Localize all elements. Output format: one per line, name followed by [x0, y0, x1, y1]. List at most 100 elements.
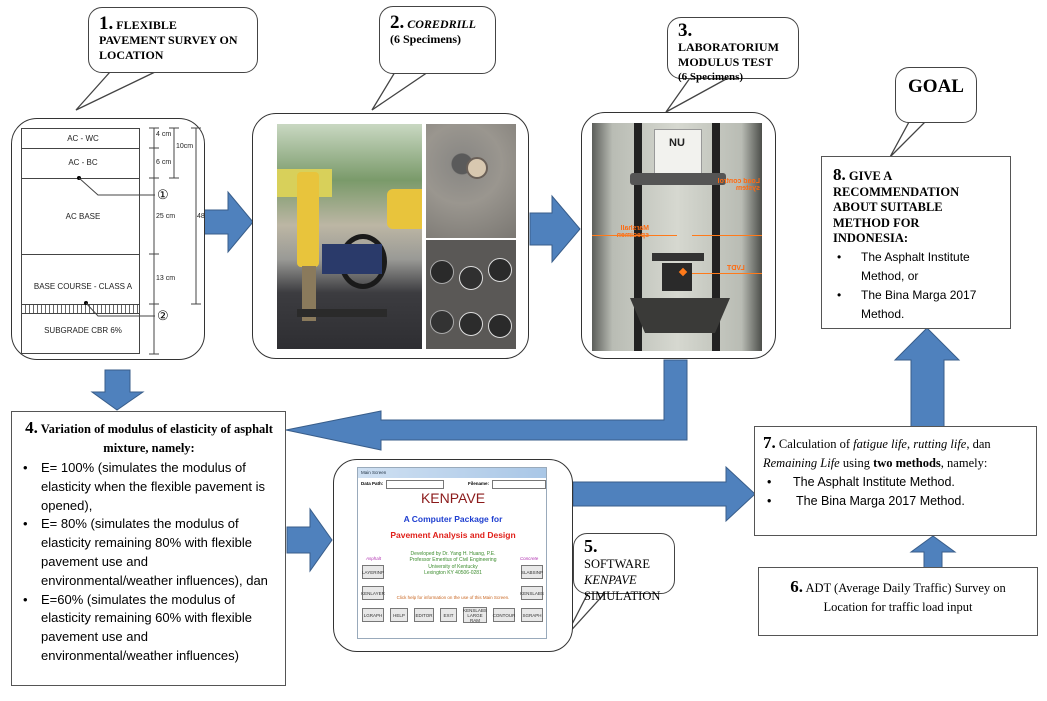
- label-lvdt: LVDT: [727, 265, 745, 272]
- step6-box: 6. ADT (Average Daily Traffic) Survey on…: [758, 567, 1038, 636]
- lab-test-photo-panel: NU Load control system Marshall specimen…: [581, 112, 776, 359]
- callout-tail-goal: [889, 121, 927, 158]
- arrow-down-1-to-4: [90, 369, 145, 411]
- step5-number: 5.: [584, 536, 598, 556]
- dim-combined: 10cm: [176, 143, 194, 150]
- core-specimen-photo-top: [426, 124, 516, 238]
- dim-ac-bc: 6 cm: [156, 159, 172, 166]
- step4-bullet-e80: E= 80% (simulates the modulus of elastic…: [19, 515, 279, 590]
- arrow-right-4-to-5: [286, 507, 333, 573]
- step1-title-line2: PAVEMENT SURVEY ON: [99, 33, 238, 47]
- step8-box: 8. GIVE A RECOMMENDATION ABOUT SUITABLE …: [821, 156, 1011, 329]
- step7-fatigue-life: fatigue life: [853, 437, 907, 451]
- dim-total: 48: [197, 213, 205, 220]
- step3-callout: 3. LABORATORIUM MODULUS TEST (6 Specimen…: [667, 17, 799, 83]
- step2-callout: 2. COREDRILL (6 Specimens): [379, 6, 496, 74]
- layer-ac-base: AC BASE: [65, 212, 101, 221]
- kenpave-window-title: Main Screen: [361, 470, 387, 475]
- step7-number: 7.: [763, 433, 776, 452]
- step2-title: COREDRILL: [407, 17, 476, 31]
- label-load-control: Load control system: [717, 178, 760, 192]
- step1-title-line3: LOCATION: [99, 48, 164, 62]
- step7-text: ,: [906, 437, 914, 451]
- step3-title-line1: LABORATORIUM: [678, 40, 779, 54]
- step7-rutting-life: rutting life: [913, 437, 967, 451]
- kenpave-credit-line: Professor Emeritus of Civil Engineering: [409, 557, 497, 564]
- step6-line2: Location for traffic load input: [823, 600, 973, 614]
- step1-title-line1: FLEXIBLE: [116, 18, 177, 32]
- step2-number: 2.: [390, 12, 405, 33]
- pavement-cross-section: AC - WC AC - BC AC BASE BASE COURSE - CL…: [21, 128, 140, 354]
- kenpave-screenshot-panel: Main Screen Data Path: Filename: KENPAVE…: [333, 459, 573, 652]
- step7-remaining-life: Remaining Life: [763, 456, 840, 470]
- step7-box: 7. Calculation of fatigue life, rutting …: [754, 426, 1037, 536]
- step8-number: 8.: [833, 165, 846, 184]
- step3-subtitle: (6 Specimens): [678, 71, 744, 83]
- step8-bullet-asphalt-institute: The Asphalt Institute Method, or: [833, 248, 1000, 286]
- step8-title-line4: METHOD FOR: [833, 215, 920, 230]
- kenpave-slabsinp-button[interactable]: SLABSINP: [521, 565, 543, 579]
- arrow-left-3-to-4: [285, 359, 688, 451]
- kenpave-kenlayer-button[interactable]: KENLAYER: [361, 586, 385, 600]
- kenpave-credit-line: Lexington KY 40506-0281: [424, 570, 482, 577]
- lab-machine-photo: NU Load control system Marshall specimen…: [592, 123, 762, 351]
- step4-number: 4.: [25, 418, 38, 437]
- step7-text: using: [839, 456, 874, 470]
- step4-box: 4. Variation of modulus of elasticity of…: [11, 411, 286, 686]
- goal-callout: GOAL: [895, 67, 977, 123]
- step5-line2: KENPAVE: [584, 573, 637, 587]
- kenpave-credit-line: Developed by Dr. Yang H. Huang, P.E.: [410, 551, 496, 557]
- kenpave-credit-line: University of Kentucky: [428, 563, 478, 570]
- arrow-up-6-to-7: [909, 535, 957, 569]
- kenpave-asphalt-label: Asphalt: [366, 556, 382, 561]
- step7-text: , dan: [966, 437, 991, 451]
- coredrill-photo-panel: [252, 113, 529, 359]
- kenpave-subtitle1: A Computer Package for: [403, 514, 503, 524]
- kenpave-contour-button[interactable]: CONTOUR: [493, 608, 515, 622]
- step8-title-line5: INDONESIA:: [833, 231, 909, 245]
- kenpave-layerinp-button[interactable]: LAYERINP: [362, 565, 384, 579]
- step4-bullet-e100: E= 100% (simulates the modulus of elasti…: [19, 459, 279, 515]
- step8-bullet-bina-marga: The Bina Marga 2017 Method.: [833, 286, 1000, 324]
- kenpave-filename-select[interactable]: [492, 480, 546, 489]
- kenpave-kenslabs-button[interactable]: KENSLABS: [520, 586, 544, 600]
- kenpave-title: KENPAVE: [420, 490, 486, 506]
- arrow-right-5-to-7: [572, 465, 756, 523]
- kenpave-data-path-select[interactable]: [386, 480, 444, 489]
- dim-ac-wc: 4 cm: [156, 131, 172, 138]
- layer-ac-wc: AC - WC: [67, 134, 99, 143]
- label-marshall-specimen: Marshall specimen: [616, 225, 649, 239]
- kenpave-data-path-label: Data Path:: [361, 481, 384, 486]
- step3-number: 3.: [678, 20, 693, 41]
- kenpave-help-button[interactable]: HELP: [390, 608, 408, 622]
- geotextile-band: [22, 304, 139, 314]
- step5-line1: SOFTWARE: [584, 557, 650, 571]
- kenpave-lgraph-button[interactable]: LGRAPH: [362, 608, 384, 622]
- kenpave-filename-label: Filename:: [468, 481, 490, 486]
- layer-ac-bc: AC - BC: [68, 158, 98, 167]
- step3-title-line2: MODULUS TEST: [678, 55, 773, 69]
- goal-label: GOAL: [908, 76, 964, 97]
- step7-bullet-asphalt-institute: The Asphalt Institute Method.: [763, 473, 1028, 492]
- kenpave-window: Main Screen Data Path: Filename: KENPAVE…: [357, 467, 547, 639]
- kenpave-help-text: Click help for information on the use of…: [396, 595, 510, 600]
- step5-line3: SIMULATION: [584, 589, 661, 603]
- step7-text: Calculation of: [778, 437, 854, 451]
- kenpave-editor-button[interactable]: EDITOR: [414, 608, 434, 622]
- step7-two-methods: two methods: [873, 456, 941, 470]
- kenpave-sgraph-button[interactable]: SGRAPH: [521, 608, 543, 622]
- step7-text: , namely:: [940, 456, 988, 470]
- step1-number: 1.: [99, 13, 114, 34]
- kenpave-exit-button[interactable]: EXIT: [440, 608, 457, 622]
- coredrill-field-photo: [277, 124, 422, 349]
- kenpave-kenslabs-large-ram-button[interactable]: KENSLABS LARGE RAM: [463, 607, 487, 623]
- step1-callout: 1. FLEXIBLE PAVEMENT SURVEY ON LOCATION: [88, 7, 258, 73]
- step4-bullet-e60: E=60% (simulates the modulus of elastici…: [19, 591, 279, 666]
- step6-number: 6.: [790, 577, 803, 596]
- dimension-lines: [77, 127, 201, 355]
- callout-tail-1: [75, 71, 156, 111]
- marker-2: ②: [157, 308, 169, 323]
- step2-subtitle: (6 Specimens): [390, 32, 461, 46]
- step4-title: Variation of modulus of elasticity of as…: [40, 422, 273, 455]
